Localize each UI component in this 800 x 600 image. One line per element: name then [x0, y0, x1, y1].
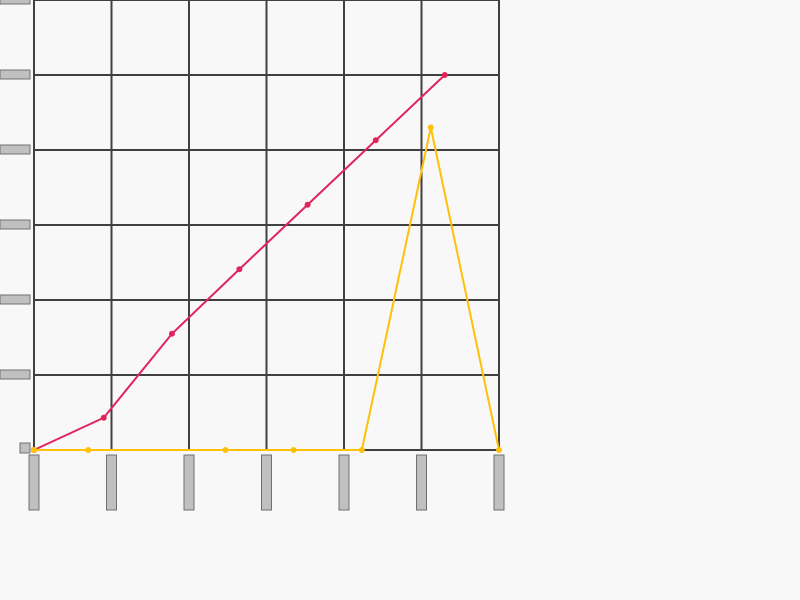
grid-layer: [33, 0, 500, 451]
data-point-series-1: [441, 72, 448, 78]
y-tick-label: [0, 369, 31, 380]
y-tick-label: [0, 144, 31, 155]
x-tick-label: [183, 454, 195, 511]
data-point-series-1: [168, 330, 175, 337]
data-point-series-1: [236, 266, 243, 273]
y-tick-label: [0, 69, 31, 80]
y-tick-label: [19, 442, 31, 454]
data-point-series-1: [304, 201, 311, 208]
data-point-series-1: [100, 414, 107, 421]
x-tick-label: [261, 454, 272, 511]
data-point-series-2: [31, 447, 37, 453]
y-tick-label: [0, 219, 31, 230]
x-tick-label: [416, 454, 427, 511]
series-layer: [31, 72, 502, 453]
data-point-series-2: [222, 447, 229, 453]
y-tick-label: [0, 0, 31, 5]
y-tick-label: [0, 294, 31, 305]
data-point-series-2: [358, 447, 365, 453]
tick-label-layer: [0, 0, 505, 511]
x-tick-label: [106, 454, 117, 511]
data-point-series-2: [496, 447, 502, 453]
data-point-series-2: [85, 447, 92, 453]
data-point-series-1: [372, 137, 379, 144]
x-tick-label: [28, 454, 40, 511]
x-tick-label: [338, 454, 350, 511]
data-point-series-2: [290, 447, 297, 453]
x-tick-label: [493, 454, 505, 511]
data-point-series-2: [427, 124, 434, 131]
series-line-1: [33, 74, 446, 451]
